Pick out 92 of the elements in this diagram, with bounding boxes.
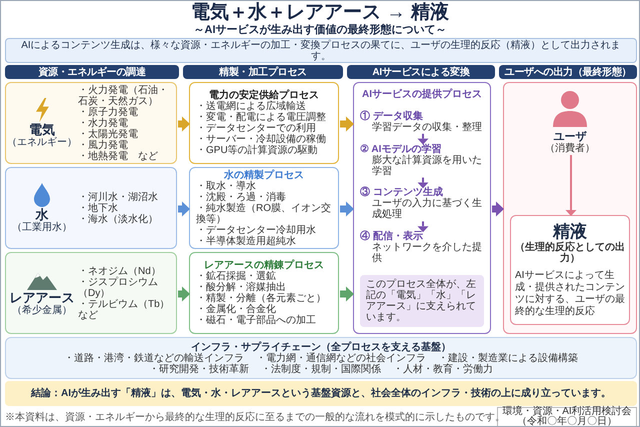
intro-banner: AIによるコンテンツ生成は、様々な資源・エネルギーの加工・変換プロセスの果てに、ユーザの生理的反応（精液）として出力されます。 xyxy=(5,38,637,63)
bullet-item: ・沈殿・ろ過・消毒 xyxy=(196,192,287,202)
arrow xyxy=(340,202,354,216)
arrow xyxy=(178,286,190,302)
bullet-item: ・酸分解・溶媒抽出 xyxy=(196,282,286,293)
column-header: 精製・加工プロセス xyxy=(183,65,343,79)
bullet-item: ・金属化・合金化 xyxy=(196,304,277,315)
bullet-item: など xyxy=(78,310,99,320)
bullet-item: ・ネオジム（Nd） xyxy=(78,266,162,276)
footnote: ※本資料は、資源・エネルギーから最終的な生理的反応に至るまでの一般的な流れを模式的に示したものです。 xyxy=(5,412,505,423)
bullet-item: ・道路・港湾・鉄道などの輸送インフラ xyxy=(64,352,244,364)
output-description: AIサービスによって生成・提供されたコンテンツに対する、ユーザの最終的な生理的反応 xyxy=(515,270,625,318)
column-header: 資源・エネルギーの調達 xyxy=(5,65,179,79)
bullet-item: ・半導体製造用超純水 xyxy=(196,236,297,246)
bullet-item: ・純水製造（RO膜、イオン交換等） xyxy=(196,202,332,224)
bullet-item: ・精製・分離（各元素ごと） xyxy=(196,293,327,304)
note-box: このプロセス全体が、左記の「電気」「水」「レアアース」に支えられています。 xyxy=(360,274,484,327)
step-description: 学習データの収集・整理 xyxy=(371,122,483,133)
panel-title: AIサービスの提供プロセス xyxy=(361,89,483,100)
bullet-item: ・海水（淡水化） xyxy=(78,214,159,224)
bullet-item: ・風力発電 xyxy=(78,140,129,150)
bullet-item: ・サーバー・冷却設備の稼働 xyxy=(196,134,327,145)
column-header: AIサービスによる変換 xyxy=(347,65,495,79)
resource-card xyxy=(5,82,177,164)
step-heading: ④ 配信・表示 xyxy=(360,231,424,242)
bullet-item: ・地熱発電 など xyxy=(78,150,159,162)
bullet-item: ・地下水 xyxy=(78,202,119,214)
subtitle: ～AIサービスが生み出す価値の最終形態について～ xyxy=(192,24,448,37)
resource-name: 水 xyxy=(36,207,48,222)
process-card xyxy=(189,252,339,334)
bullet-item: ・鉱石採掘・選鉱 xyxy=(196,271,276,282)
process-title: レアアースの精錬プロセス xyxy=(203,260,325,271)
resource-card xyxy=(5,252,177,334)
bullet-item: ・河川水・湖沼水 xyxy=(78,192,159,202)
step-heading: ③ コンテンツ生成 xyxy=(360,187,443,198)
arrow xyxy=(566,155,576,216)
bullet-item: ・変電・配電による電圧調整 xyxy=(196,112,327,123)
step-description: ユーザの入力に基づく生成処理 xyxy=(371,198,483,220)
step-heading: ① データ収集 xyxy=(360,110,424,122)
bullet-item: ・磁石・電子部品への加工 xyxy=(196,315,317,326)
arrow xyxy=(340,286,354,302)
bullet-item: ・電力網・通信網などの社会インフラ xyxy=(256,352,426,364)
resource-subtitle: （希少金属） xyxy=(12,305,72,316)
resource-subtitle: （エネルギー） xyxy=(7,137,77,148)
bullet-item: ・研究開発・技術革新 xyxy=(149,364,249,374)
bullet-item: ・取水・導水 xyxy=(196,180,257,192)
resource-subtitle: （工業用水） xyxy=(12,222,72,233)
output-title: 精液 xyxy=(553,222,587,241)
resource-name: 電気 xyxy=(29,122,55,137)
output-card xyxy=(510,215,630,325)
step-description: 膨大な計算資源を用いた学習 xyxy=(371,154,483,177)
bullet-item: ・送電網による広域輸送 xyxy=(196,101,306,112)
arrow xyxy=(178,116,190,132)
output-panel xyxy=(503,82,637,334)
bullet-item: ・データセンターでの利用 xyxy=(196,123,316,134)
arrow xyxy=(418,134,428,145)
issue-date: （令和〇年〇月〇日） xyxy=(517,417,617,426)
step-description: ネットワークを介した提供 xyxy=(371,242,483,264)
bullet-item: ・原子力発電 xyxy=(78,106,139,118)
bullet-item: ・GPU等の計算資源の駆動 xyxy=(196,145,319,156)
bullet-item: ・テルビウム（Tb） xyxy=(78,298,171,310)
conclusion-banner: 結論：AIが生み出す「精液」は、電気・水・レアアースという基盤資源と、社会全体のインフラ・技術の上に成り立っています。 xyxy=(5,381,637,406)
resource-name: レアアース xyxy=(10,290,74,305)
output-subtitle: （生理的反応としての出力） xyxy=(515,242,625,264)
bullet-item: ・水力発電 xyxy=(78,118,129,128)
step-heading: ② AIモデルの学習 xyxy=(360,144,442,155)
bullet-item: ・ジスプロシウム（Dy） xyxy=(78,276,159,298)
title: 電気＋水＋レアアース → 精液 xyxy=(190,2,450,24)
bullet-item: ・法制度・規制・国際関係 xyxy=(261,364,381,374)
user-label: ユーザ xyxy=(554,131,586,143)
arrow xyxy=(492,202,504,216)
bullet-item: ・太陽光発電 xyxy=(78,128,139,140)
arrow xyxy=(418,221,428,232)
process-card xyxy=(189,82,339,164)
arrow xyxy=(340,116,354,132)
user-subtitle: （消費者） xyxy=(545,143,595,154)
panel-title: インフラ・サプライチェーン（全プロセスを支える基盤） xyxy=(191,342,451,352)
process-title: 電力の安定供給プロセス xyxy=(208,90,320,101)
process-card xyxy=(189,167,339,249)
resource-card xyxy=(5,167,177,249)
column-header: ユーザへの出力（最終形態） xyxy=(499,65,637,79)
issuer-name: 環境・資源・AI利活用検討会 xyxy=(502,407,632,417)
bullet-item: ・人材・教育・労働力 xyxy=(393,364,493,374)
process-panel xyxy=(353,82,491,334)
infrastructure-panel xyxy=(5,337,637,379)
bullet-item: ・データセンター冷却用水 xyxy=(196,224,317,236)
bullet-item: ・火力発電（石油・石炭・天然ガス） xyxy=(78,84,169,106)
arrow xyxy=(418,178,428,188)
issuer-box xyxy=(497,407,637,426)
process-title: 水の精製プロセス xyxy=(222,170,305,180)
arrow xyxy=(178,202,190,216)
bullet-item: ・建設・製造業による設備構築 xyxy=(438,352,578,364)
